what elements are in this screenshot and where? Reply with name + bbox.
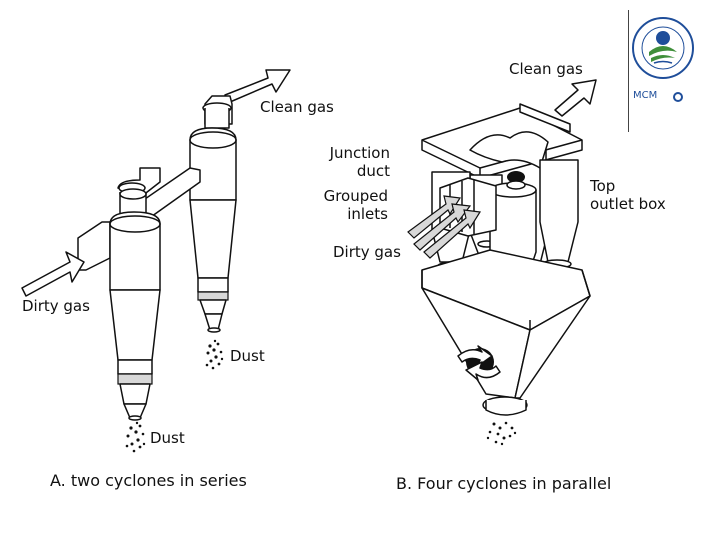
b-hopper — [421, 249, 591, 416]
a-cyclone-right — [189, 95, 237, 333]
b-clean-gas-arrow — [554, 79, 597, 117]
label-a-dust-left: Dust — [150, 429, 185, 447]
a-dust-specks-left — [125, 421, 146, 453]
caption-b: B. Four cyclones in parallel — [396, 474, 612, 493]
label-b-inlets: inlets — [347, 205, 388, 223]
panel-a-series — [21, 69, 291, 453]
label-b-junction: Junction — [329, 144, 390, 162]
logo-divider — [628, 10, 629, 132]
panel-b-parallel — [407, 79, 597, 446]
second-logo — [673, 92, 683, 102]
label-b-grouped: Grouped — [323, 187, 388, 205]
caption-a: A. two cyclones in series — [50, 471, 247, 490]
a-dirty-gas-inlet — [21, 221, 111, 297]
a-cyclone-left — [109, 188, 161, 421]
label-b-duct: duct — [356, 162, 390, 180]
label-b-top: Top — [590, 177, 616, 195]
label-b-clean-gas: Clean gas — [509, 60, 583, 78]
epa-seal-logo — [632, 17, 694, 79]
label-a-dust-right: Dust — [230, 347, 265, 365]
a-clean-gas-arrow — [224, 69, 291, 103]
b-grouped-inlets — [407, 177, 497, 259]
a-dust-specks-right — [205, 339, 224, 370]
label-b-dirty-gas: Dirty gas — [333, 243, 401, 261]
b-dust-specks — [486, 421, 517, 446]
label-b-outlet-box: outlet box — [590, 195, 666, 213]
label-a-clean-gas: Clean gas — [260, 98, 334, 116]
second-logo-text: MCM — [633, 90, 658, 101]
label-a-dirty-gas: Dirty gas — [22, 297, 90, 315]
